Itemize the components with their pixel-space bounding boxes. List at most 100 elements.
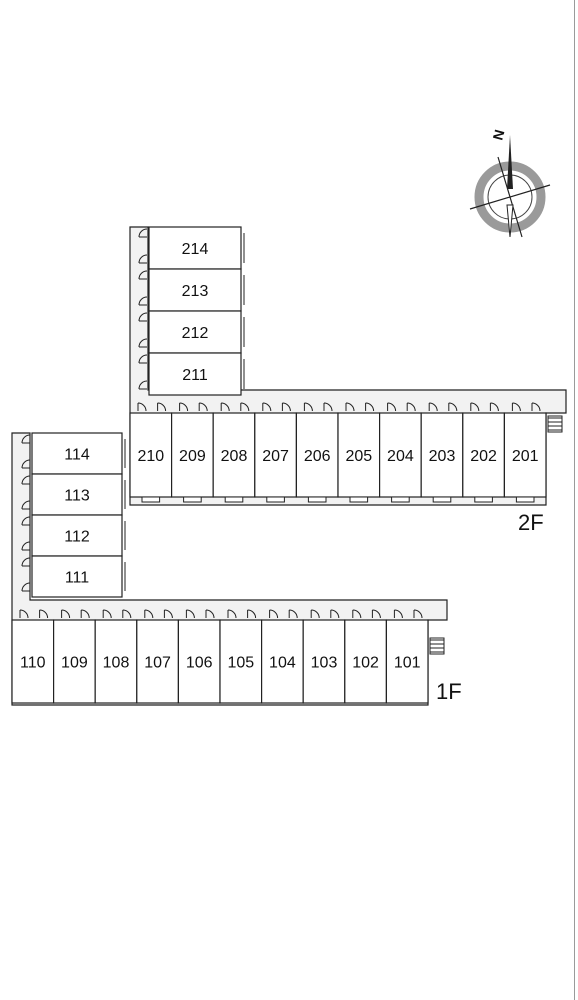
door-icon <box>448 402 458 412</box>
door-icon <box>138 228 148 238</box>
door-icon <box>247 609 257 619</box>
unit-114: 114 <box>21 432 126 475</box>
door-icon <box>310 609 320 619</box>
unit-203: 203 <box>420 402 464 503</box>
door-icon <box>281 402 291 412</box>
balcony <box>515 496 535 503</box>
door-icon <box>137 402 147 412</box>
balcony <box>266 496 285 503</box>
unit-207: 207 <box>254 402 298 503</box>
door-icon <box>413 609 423 619</box>
door-icon <box>138 312 148 322</box>
unit-label: 107 <box>144 655 171 672</box>
door-icon <box>185 609 195 619</box>
unit-label: 209 <box>179 448 206 465</box>
unit-label: 203 <box>429 448 456 465</box>
door-icon <box>352 609 362 619</box>
door-icon <box>428 402 438 412</box>
door-icon <box>21 557 31 567</box>
door-icon <box>489 402 499 412</box>
balcony <box>391 496 410 503</box>
unit-label: 214 <box>182 241 209 258</box>
door-icon <box>323 402 333 412</box>
unit-label: 110 <box>20 655 46 672</box>
unit-106: 106 <box>177 609 221 706</box>
balcony <box>183 496 202 503</box>
unit-101: 101 <box>385 609 429 706</box>
unit-212: 212 <box>138 310 245 354</box>
unit-113: 113 <box>21 473 126 516</box>
unit-label: 101 <box>394 655 421 672</box>
unit-label: 111 <box>65 570 89 587</box>
unit-label: 106 <box>186 655 213 672</box>
unit-label: 211 <box>182 367 208 384</box>
unit-109: 109 <box>52 609 96 706</box>
unit-label: 113 <box>64 488 90 505</box>
door-icon <box>365 402 375 412</box>
unit-104: 104 <box>261 609 304 706</box>
page-edge-line <box>574 0 575 1000</box>
door-icon <box>269 609 279 619</box>
unit-label: 204 <box>387 448 414 465</box>
door-icon <box>179 402 189 412</box>
door-icon <box>19 609 29 619</box>
door-icon <box>80 609 90 619</box>
unit-label: 202 <box>470 448 497 465</box>
unit-label: 103 <box>311 655 338 672</box>
unit-105: 105 <box>219 609 263 706</box>
unit-label: 213 <box>182 283 209 300</box>
unit-103: 103 <box>302 609 346 706</box>
door-icon <box>345 402 355 412</box>
door-icon <box>387 402 397 412</box>
balcony <box>432 496 452 503</box>
balcony <box>474 496 493 503</box>
balcony <box>307 496 327 503</box>
door-icon <box>21 475 31 485</box>
door-icon <box>138 338 148 348</box>
unit-label: 112 <box>64 529 90 546</box>
door-icon <box>227 609 237 619</box>
door-icon <box>144 609 154 619</box>
unit-214: 214 <box>138 226 245 270</box>
unit-label: 201 <box>512 448 539 465</box>
unit-202: 202 <box>462 402 505 503</box>
door-icon <box>138 380 148 390</box>
door-icon <box>330 609 340 619</box>
unit-201: 201 <box>503 402 547 503</box>
unit-205: 205 <box>337 402 381 503</box>
stairs-icon <box>429 637 445 655</box>
door-icon <box>470 402 480 412</box>
door-icon <box>262 402 272 412</box>
unit-208: 208 <box>212 402 256 503</box>
unit-label: 104 <box>269 655 296 672</box>
door-icon <box>393 609 403 619</box>
unit-107: 107 <box>136 609 180 706</box>
door-icon <box>220 402 230 412</box>
unit-110: 110 <box>11 609 55 706</box>
door-icon <box>138 354 148 364</box>
unit-108: 108 <box>94 609 138 706</box>
unit-label: 207 <box>262 448 289 465</box>
door-icon <box>39 609 49 619</box>
unit-204: 204 <box>379 402 422 503</box>
door-icon <box>163 609 173 619</box>
door-icon <box>138 270 148 280</box>
door-icon <box>21 434 31 444</box>
compass-icon: N <box>469 128 551 238</box>
unit-label: 205 <box>345 448 372 465</box>
door-icon <box>303 402 313 412</box>
floor-1f: 114 113 112 111 110 109 108 107 106 105 104 103 102 1… <box>11 432 448 706</box>
unit-label: 114 <box>64 447 90 464</box>
floor-label-1f: 1F <box>436 679 462 704</box>
door-icon <box>122 609 132 619</box>
unit-label: 108 <box>103 655 130 672</box>
door-icon <box>138 296 148 306</box>
door-icon <box>21 541 31 551</box>
balcony <box>141 496 161 503</box>
door-icon <box>157 402 167 412</box>
unit-label: 212 <box>182 325 209 342</box>
unit-213: 213 <box>138 268 245 312</box>
unit-label: 102 <box>352 655 379 672</box>
door-icon <box>61 609 71 619</box>
